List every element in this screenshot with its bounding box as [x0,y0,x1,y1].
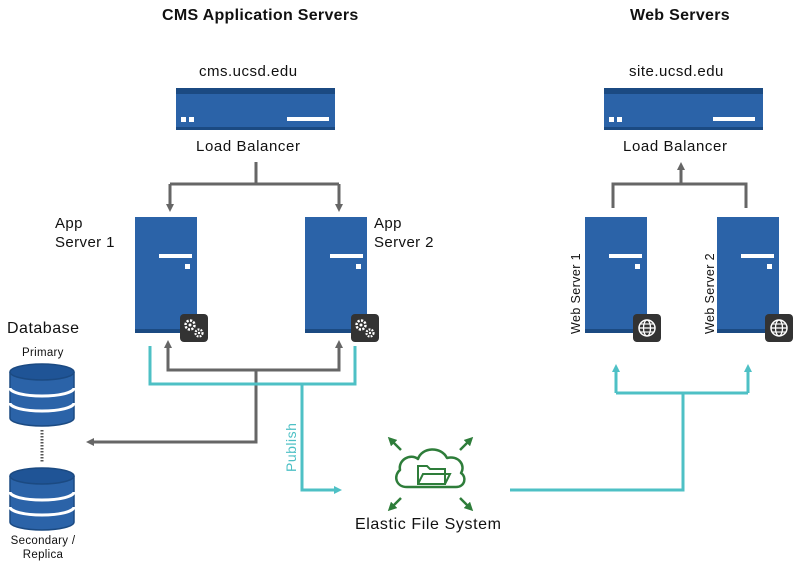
cms-lb-to-servers-connector [166,162,343,212]
servers-to-database-connector [86,340,343,446]
app-server-1-label: App Server 1 [55,215,115,251]
web-servers-heading: Web Servers [630,7,730,24]
publish-label: Publish [283,422,299,472]
web-load-balancer [604,88,763,130]
publish-connector [148,346,357,494]
cms-hostname: cms.ucsd.edu [199,63,298,80]
database-secondary-cylinder [8,467,76,531]
efs-label: Elastic File System [355,516,502,533]
cms-servers-heading: CMS Application Servers [162,7,359,24]
expand-arrows-icon [387,436,474,512]
database-primary-cylinder [8,363,76,427]
app-server-2 [305,217,367,333]
cms-load-balancer-label: Load Balancer [196,138,301,155]
database-secondary-label: Secondary / Replica [10,535,76,561]
globe-icon [765,314,793,342]
web-server-2 [717,217,779,333]
database-title: Database [7,320,80,337]
gears-icon [351,314,379,342]
cloud-folder-icon [394,448,466,489]
efs-to-web-servers-connector [510,364,752,492]
app-server-1 [135,217,197,333]
web-server-1 [585,217,647,333]
globe-icon [633,314,661,342]
gears-icon [180,314,208,342]
web-server-2-label: Web Server 2 [703,253,717,334]
web-server-1-label: Web Server 1 [569,253,583,334]
database-primary-label: Primary [22,347,64,359]
cms-load-balancer [176,88,335,130]
app-server-2-label: App Server 2 [374,215,434,251]
web-hostname: site.ucsd.edu [629,63,724,80]
web-load-balancer-label: Load Balancer [623,138,728,155]
web-servers-to-lb-connector [611,162,748,208]
